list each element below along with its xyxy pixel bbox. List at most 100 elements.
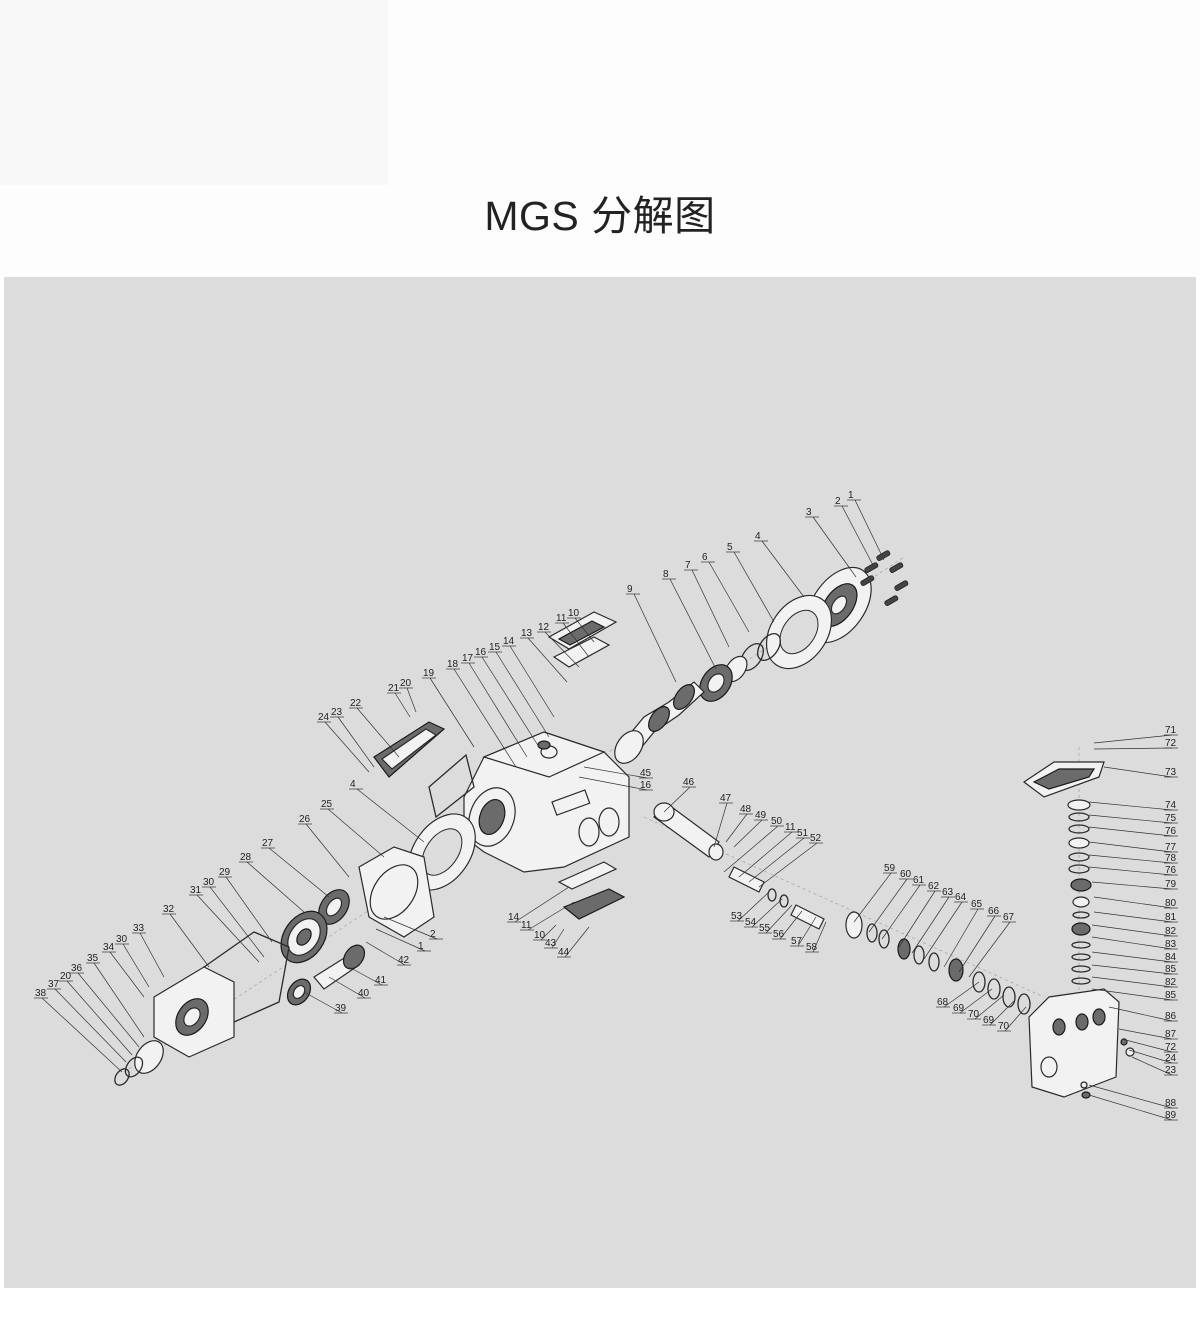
callout-69: 69 (952, 988, 993, 1014)
callout-66: 66 (958, 906, 1001, 973)
callout-24: 24 (317, 712, 370, 773)
leader-line (495, 651, 550, 738)
leader-line (394, 692, 411, 718)
callout-58: 58 (805, 921, 827, 953)
callout-28: 28 (239, 852, 305, 913)
bottom-cover (557, 861, 626, 920)
exploded-view-diagram: 1234567891011121314151617181920212223244… (34, 490, 1178, 1121)
rear-rings (699, 633, 781, 702)
callout-24: 24 (1128, 1049, 1178, 1064)
leader-line (669, 578, 717, 670)
callout-27: 27 (261, 838, 330, 898)
callout-35: 35 (86, 953, 145, 1038)
part-number-label: 70 (998, 1021, 1010, 1032)
callout-15: 15 (488, 642, 550, 738)
callout-13: 13 (520, 628, 568, 683)
cover-bolts (860, 550, 909, 606)
callout-78: 78 (1088, 853, 1178, 864)
part-number-label: 84 (1165, 952, 1177, 963)
callout-21: 21 (387, 683, 411, 718)
leader-line (225, 876, 273, 943)
leader-line (758, 842, 818, 888)
part-number-label: 55 (759, 923, 771, 934)
callout-46: 46 (663, 777, 696, 813)
leader-line (527, 637, 568, 683)
leader-line (1103, 766, 1173, 778)
leader-line (968, 921, 1011, 978)
leader-line (1091, 988, 1173, 1001)
leader-line (429, 677, 475, 748)
part-number-label: 2 (430, 929, 436, 940)
part-number-label: 10 (568, 608, 580, 619)
leader-line (1108, 1006, 1173, 1022)
part-number-label: 63 (942, 887, 954, 898)
part-number-label: 13 (521, 628, 533, 639)
callout-7: 7 (684, 560, 730, 648)
part-number-label: 16 (475, 647, 487, 658)
gearbox-cover (153, 966, 235, 1058)
part-number-label: 29 (219, 867, 231, 878)
part-number-label: 52 (810, 833, 822, 844)
part-number-label: 4 (755, 531, 761, 542)
callout-47: 47 (713, 793, 733, 848)
leader-line (41, 997, 123, 1073)
part-number-label: 73 (1165, 767, 1177, 778)
part-number-label: 1 (848, 490, 854, 501)
leader-line (1121, 1038, 1173, 1053)
leader-line (1091, 881, 1173, 890)
leader-line (327, 808, 385, 858)
callout-56: 56 (772, 910, 803, 940)
part-number-label: 41 (375, 975, 387, 986)
leader-line (562, 622, 590, 658)
part-number-label: 65 (971, 899, 983, 910)
part-number-label: 10 (534, 930, 546, 941)
leader-line (453, 668, 517, 768)
top-inspection-cover (547, 611, 618, 668)
part-number-label: 70 (968, 1009, 980, 1020)
part-number-label: 40 (358, 988, 370, 999)
part-number-label: 79 (1165, 879, 1177, 890)
leader-line (738, 831, 793, 878)
part-number-label: 87 (1165, 1029, 1177, 1040)
callout-20: 20 (59, 971, 133, 1056)
callout-10: 10 (533, 924, 557, 941)
leader-line (898, 890, 936, 948)
part-number-label: 45 (640, 768, 652, 779)
leader-line (868, 878, 908, 933)
part-number-label: 47 (720, 793, 732, 804)
leader-line (77, 972, 140, 1048)
callout-26: 26 (298, 814, 350, 878)
leader-line (1091, 951, 1173, 963)
part-number-label: 76 (1165, 865, 1177, 876)
leader-line (733, 551, 775, 623)
leader-line (1128, 1049, 1173, 1064)
leader-line (708, 561, 750, 633)
part-number-label: 51 (797, 828, 809, 839)
part-number-label: 83 (1165, 939, 1177, 950)
leader-line (737, 891, 770, 922)
part-number-label: 36 (71, 963, 83, 974)
part-number-label: 46 (683, 777, 695, 788)
part-number-label: 37 (48, 979, 60, 990)
callout-31: 31 (189, 885, 260, 963)
callout-29: 29 (218, 867, 273, 943)
valve-stack (1067, 799, 1092, 985)
callout-61: 61 (881, 875, 926, 940)
part-number-label: 31 (190, 885, 202, 896)
output-seals (114, 1040, 164, 1086)
leader-line (943, 981, 980, 1008)
leader-line (139, 932, 165, 978)
leader-line (66, 980, 133, 1056)
leader-line (481, 656, 540, 748)
callout-39: 39 (303, 991, 348, 1014)
callout-42: 42 (365, 941, 411, 966)
callout-53: 53 (730, 891, 770, 922)
part-number-label: 61 (913, 875, 925, 886)
callout-83: 83 (1091, 936, 1178, 950)
callout-5: 5 (726, 542, 775, 623)
leader-line (468, 662, 528, 758)
callout-74: 74 (1088, 800, 1178, 811)
callout-51: 51 (748, 828, 810, 883)
callout-48: 48 (725, 804, 753, 843)
callout-52: 52 (758, 833, 823, 888)
